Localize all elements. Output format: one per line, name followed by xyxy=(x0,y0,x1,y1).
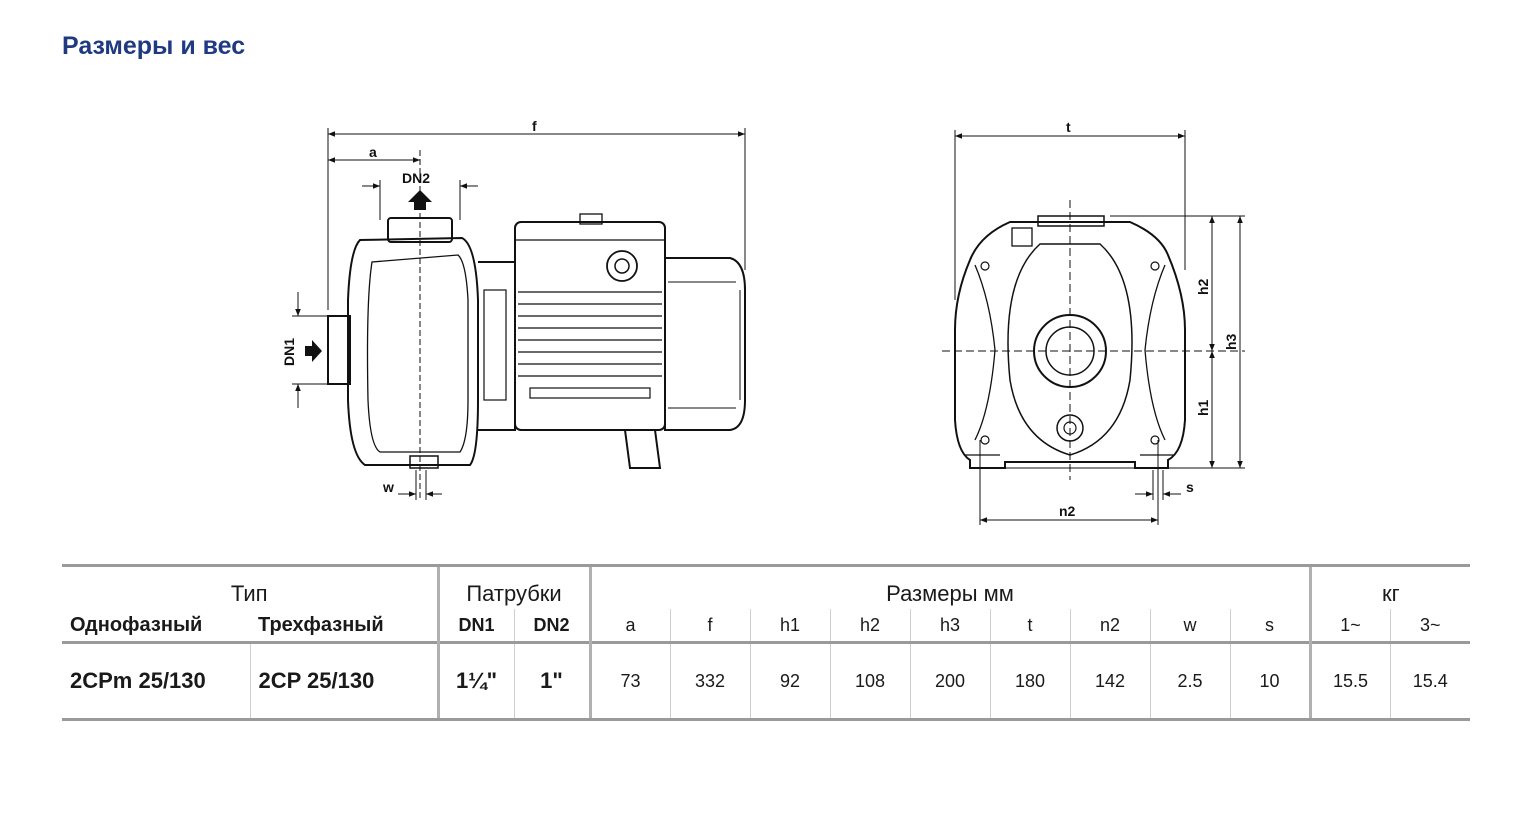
cell-weight-1ph: 15.5 xyxy=(1308,641,1391,721)
drawing-labels: f a DN2 DN1 w t h2 h3 h1 n2 s xyxy=(281,118,1239,519)
pump-front-view xyxy=(942,130,1245,525)
dim-label-w: w xyxy=(382,479,394,495)
header-s: s xyxy=(1229,609,1311,643)
header-weight: кг xyxy=(1308,564,1471,609)
dimensions-table: Тип Патрубки Размеры мм кг Однофазный Тр… xyxy=(62,564,1471,721)
cell-t: 180 xyxy=(989,641,1071,721)
header-f: f xyxy=(669,609,751,643)
cell-single-phase: 2CPm 25/130 xyxy=(62,641,250,721)
cell-a: 73 xyxy=(588,641,671,721)
header-weight-3ph: 3~ xyxy=(1389,609,1471,643)
dim-label-h3: h3 xyxy=(1223,333,1239,350)
table-group-header-row: Тип Патрубки Размеры мм кг xyxy=(62,564,1471,609)
dim-label-t: t xyxy=(1066,119,1071,135)
header-a: a xyxy=(588,609,671,643)
pump-side-view xyxy=(292,128,746,500)
cell-h1: 92 xyxy=(749,641,831,721)
cell-f: 332 xyxy=(669,641,751,721)
header-dn1: DN1 xyxy=(436,609,514,643)
dim-label-h2: h2 xyxy=(1195,278,1211,295)
dim-label-a: a xyxy=(369,144,377,160)
cell-n2: 142 xyxy=(1069,641,1151,721)
dim-label-f: f xyxy=(532,118,537,134)
cell-dn1: 1¼" xyxy=(436,641,514,721)
header-connections: Патрубки xyxy=(436,564,591,609)
page-title: Размеры и вес xyxy=(62,32,246,60)
cell-dn2: 1" xyxy=(513,641,591,721)
dim-label-n2: n2 xyxy=(1059,503,1076,519)
header-single-phase: Однофазный xyxy=(70,613,203,636)
header-dn2: DN2 xyxy=(513,609,591,643)
header-n2: n2 xyxy=(1069,609,1151,643)
table-sub-header-row: Однофазный Трехфазный DN1 DN2 a f h1 h2 … xyxy=(62,609,1471,643)
cell-h2: 108 xyxy=(829,641,911,721)
cell-w: 2.5 xyxy=(1149,641,1231,721)
cell-three-phase: 2CP 25/130 xyxy=(249,641,438,721)
header-h1: h1 xyxy=(749,609,831,643)
dim-label-h1: h1 xyxy=(1195,399,1211,416)
header-h3: h3 xyxy=(909,609,991,643)
dim-label-dn1: DN1 xyxy=(281,338,297,366)
header-t: t xyxy=(989,609,1071,643)
header-type: Тип xyxy=(62,564,438,609)
cell-s: 10 xyxy=(1229,641,1311,721)
header-dimensions: Размеры мм xyxy=(588,564,1311,609)
table-row: 2CPm 25/130 2CP 25/130 1¼" 1" 73 332 92 … xyxy=(62,641,1471,721)
header-h2: h2 xyxy=(829,609,911,643)
pump-drawings: f a DN2 DN1 w t h2 h3 h1 n2 s xyxy=(281,118,1245,525)
dim-label-dn2: DN2 xyxy=(402,170,430,186)
cell-h3: 200 xyxy=(909,641,991,721)
header-three-phase: Трехфазный xyxy=(258,613,384,636)
header-weight-1ph: 1~ xyxy=(1308,609,1391,643)
cell-weight-3ph: 15.4 xyxy=(1389,641,1471,721)
header-w: w xyxy=(1149,609,1231,643)
dim-label-s: s xyxy=(1186,479,1194,495)
